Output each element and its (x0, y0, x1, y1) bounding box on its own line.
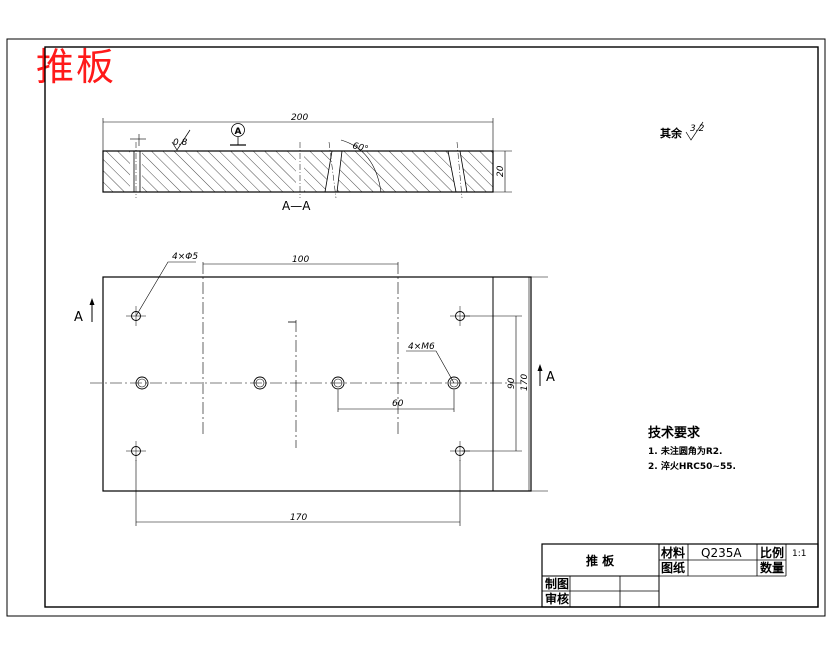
dim-90: 90 (507, 377, 517, 389)
callout-phi5: 4×Φ5 (172, 252, 198, 262)
title-block-scale-value: 1:1 (792, 549, 806, 559)
dim-170-right: 170 (520, 374, 530, 391)
roughness-note-symbol (685, 121, 704, 141)
section-arrow-right-label: A (546, 370, 555, 385)
tech-req-item-1: 1. 未注圆角为R2. (648, 445, 722, 457)
section-view: 200 20 A 0.8 60° A—A (102, 113, 512, 213)
title-block-material-label: 材料 (660, 545, 685, 560)
corner-holes (126, 306, 470, 461)
roughness-note-label: 其余 (660, 126, 683, 140)
datum-circle (231, 123, 245, 137)
dim-length: 200 (291, 113, 308, 123)
datum-label: A (235, 127, 242, 137)
outer-frame (6, 38, 826, 617)
title-block-part-name: 推 板 (586, 553, 615, 568)
tech-req-heading: 技术要求 (648, 425, 701, 441)
plan-view: 100 4×Φ5 (74, 252, 555, 526)
dim-100: 100 (292, 255, 309, 265)
tech-req-item-2: 2. 淬火HRC50~55. (648, 460, 736, 472)
roughness-note-value: 3.2 (690, 124, 705, 134)
dim-170-bottom: 170 (290, 513, 307, 523)
callout-m6: 4×M6 (408, 342, 435, 352)
section-label: A—A (282, 199, 311, 213)
title-block-reviewed-label: 审核 (545, 591, 569, 606)
plate-outline (102, 276, 532, 492)
dim-60: 60 (392, 399, 404, 409)
title-block-qty-label: 数量 (760, 560, 784, 575)
roughness-value: 0.8 (173, 138, 188, 148)
title-block-drawing-no-label: 图纸 (661, 560, 685, 575)
title-block-drafted-label: 制图 (545, 576, 569, 591)
section-arrow-left-label: A (74, 310, 83, 325)
drawing-title: 推板 (36, 45, 117, 89)
threaded-holes (135, 376, 461, 390)
title-block-material-value: Q235A (701, 546, 742, 560)
dim-thickness: 20 (496, 165, 506, 177)
inner-frame (44, 46, 819, 608)
roughness-symbol (171, 129, 191, 151)
title-block-scale-label: 比例 (760, 545, 784, 560)
dim-angle: 60° (351, 141, 369, 155)
title-block (541, 543, 819, 608)
